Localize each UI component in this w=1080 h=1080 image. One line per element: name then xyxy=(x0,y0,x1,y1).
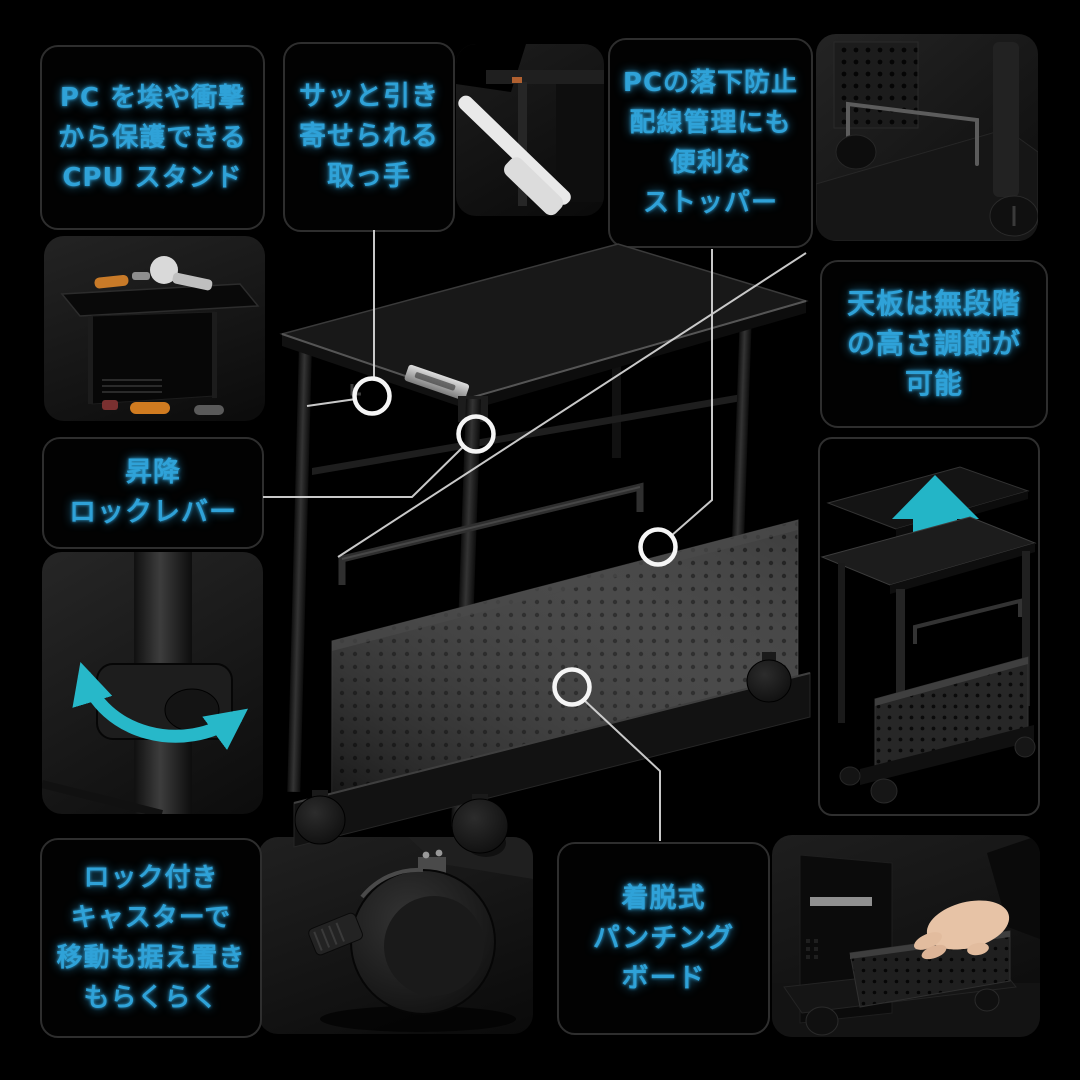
vacuum-stick xyxy=(458,95,571,216)
callout-board-line3: ボード xyxy=(621,962,706,994)
callout-caster-line1: ロック付き xyxy=(83,863,219,893)
photo-removable-punching-board xyxy=(772,835,1040,1037)
marker-lock-lever xyxy=(456,414,496,454)
line-lever-callout xyxy=(263,445,465,498)
line-handle-tail xyxy=(306,398,357,407)
stopper-bar xyxy=(338,482,644,585)
cart-body xyxy=(279,243,811,854)
line-stopper-callout xyxy=(670,249,713,537)
callout-caster-line2: キャスターで xyxy=(70,903,232,933)
callout-board-line1: 着脱式 xyxy=(621,882,706,914)
callout-cpu-stand: PC を埃や衝撃 から保護できる CPU スタンド xyxy=(40,45,265,230)
callout-lever-line1: 昇降 xyxy=(125,457,181,488)
height-adjust-photo-art xyxy=(820,466,1037,804)
marker-stopper xyxy=(638,527,678,567)
callout-lock-lever: 昇降 ロックレバー xyxy=(42,437,264,549)
pole-bracket xyxy=(458,396,488,422)
callout-board-line2: パンチング xyxy=(592,922,735,954)
front-right-pole xyxy=(451,398,482,828)
callout-casters: ロック付き キャスターで 移動も据え置き もらくらく xyxy=(40,838,262,1038)
tabletop xyxy=(279,243,809,410)
callout-lever-line2: ロックレバー xyxy=(69,497,237,528)
callout-caster-line3: 移動も据え置き xyxy=(56,943,246,973)
annotation-lines xyxy=(263,230,807,841)
callout-handle-line3: 取っ手 xyxy=(327,161,411,192)
photo-caster-closeup xyxy=(258,837,533,1034)
callout-caster-line4: もらくらく xyxy=(83,983,219,1013)
stopper-photo-art xyxy=(816,41,1038,241)
up-arrow-icon xyxy=(892,475,979,547)
callout-height-line1: 天板は無段階 xyxy=(846,287,1021,320)
callout-punching-board: 着脱式 パンチング ボード xyxy=(557,842,770,1035)
callout-handle: サッと引き 寄せられる 取っ手 xyxy=(283,42,455,232)
marker-punching-board xyxy=(552,667,592,707)
lock-lever-photo-art xyxy=(42,552,249,814)
handle-hook xyxy=(350,384,361,396)
rear-left-pole xyxy=(612,246,621,458)
callout-cpu-stand-line2: から保護できる xyxy=(58,122,247,153)
callout-cpu-stand-line1: PC を埃や衝撃 xyxy=(59,82,246,113)
line-board-callout xyxy=(583,699,661,841)
photo-height-adjust xyxy=(818,437,1040,816)
callout-stopper-line1: PCの落下防止 xyxy=(622,68,799,98)
callout-stopper-line3: 便利な xyxy=(669,148,751,178)
punching-board-photo-art xyxy=(772,835,1040,1037)
callout-height-adjust: 天板は無段階 の高さ調節が 可能 xyxy=(820,260,1048,428)
hand xyxy=(914,900,1010,960)
callout-stopper: PCの落下防止 配線管理にも 便利な ストッパー xyxy=(608,38,813,248)
vacuum-photo-art xyxy=(456,44,604,216)
rotate-arrow-icon xyxy=(72,662,249,751)
callout-stopper-line2: 配線管理にも xyxy=(629,108,792,138)
photo-stopper-closeup xyxy=(816,34,1038,241)
marker-handle xyxy=(352,376,392,416)
rear-cross-bar xyxy=(312,394,742,475)
photo-cpu-stand-dust-protection xyxy=(44,236,265,421)
caster-photo-art xyxy=(308,837,533,1032)
rear-right-pole xyxy=(725,311,752,720)
brand-plate xyxy=(404,364,470,401)
front-left-pole xyxy=(287,343,312,793)
cart-casters xyxy=(294,652,792,854)
line-stopper-bar xyxy=(337,252,807,558)
base-platform xyxy=(293,672,811,848)
callout-handle-line1: サッと引き xyxy=(299,81,439,112)
callout-stopper-line4: ストッパー xyxy=(642,188,778,218)
annotation-markers xyxy=(352,376,678,707)
callout-cpu-stand-line3: CPU スタンド xyxy=(62,162,243,193)
photo-vacuum-pull-handle xyxy=(456,44,604,216)
punching-board-panel xyxy=(331,519,799,813)
cpu-stand-photo-art xyxy=(60,256,260,415)
callout-height-line3: 可能 xyxy=(904,367,963,400)
photo-lock-lever-closeup xyxy=(42,552,263,814)
caster-lock-tab xyxy=(308,912,364,956)
callout-handle-line2: 寄せられる xyxy=(299,121,439,152)
callout-height-line2: の高さ調節が xyxy=(846,327,1021,360)
